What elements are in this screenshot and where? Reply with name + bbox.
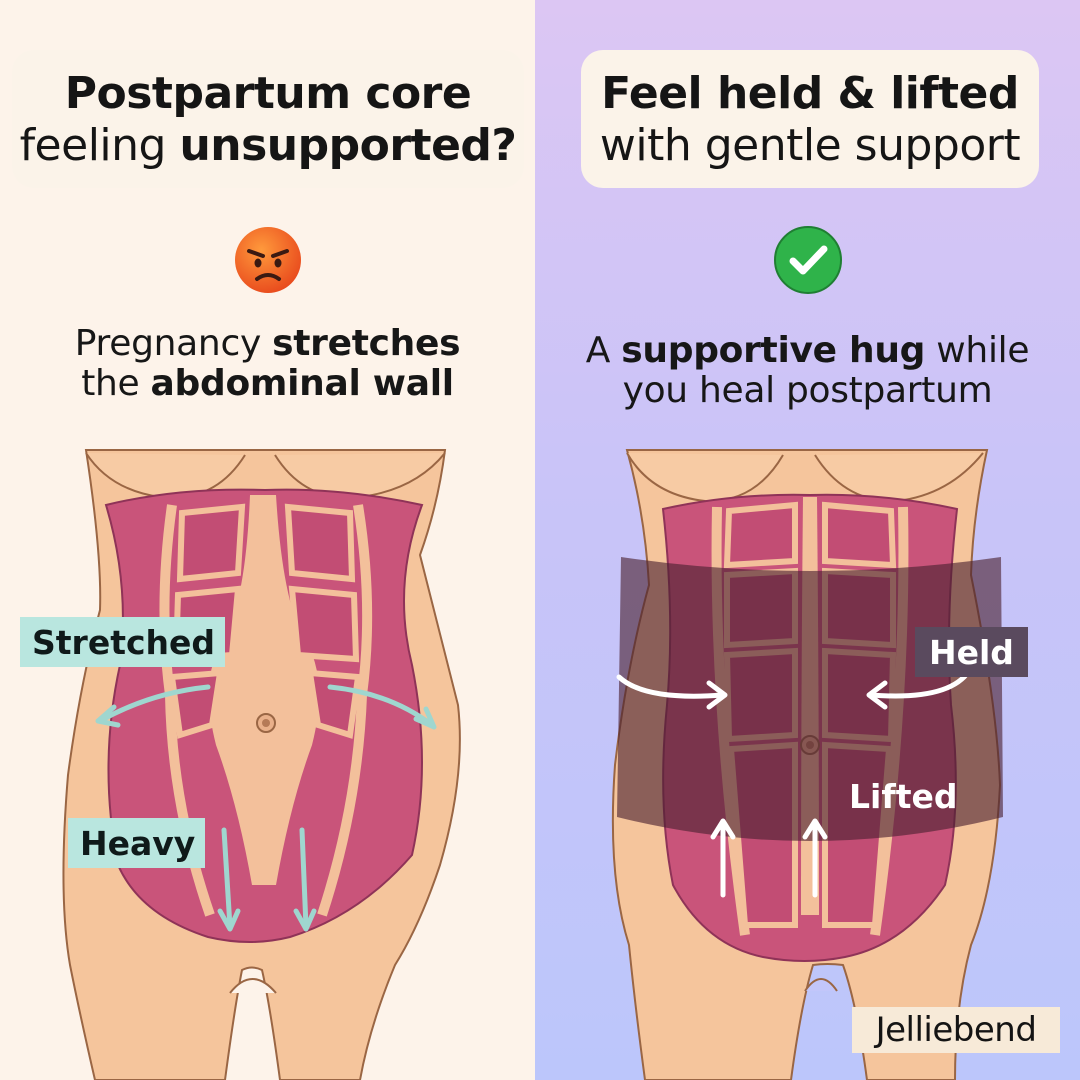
left-subtext-line1: Pregnancy stretches xyxy=(74,323,461,364)
right-subtext-line1: A supportive hug while xyxy=(585,330,1030,371)
right-headline-line2: with gentle support xyxy=(599,120,1021,171)
right-headline-line1: Feel held & lifted xyxy=(601,68,1019,119)
check-mark-icon xyxy=(774,226,842,294)
left-subtext: Pregnancy stretches the abdominal wall xyxy=(0,326,535,406)
right-headline-box: Feel held & lifted with gentle support xyxy=(581,50,1039,188)
left-headline-line1: Postpartum core xyxy=(64,68,472,119)
held-tag: Held xyxy=(915,627,1028,677)
stretched-abdomen-illustration xyxy=(62,449,461,1080)
right-panel: Feel held & lifted with gentle support A… xyxy=(535,0,1080,1080)
left-headline-box: Postpartum core feeling unsupported? xyxy=(12,50,524,188)
left-panel: Postpartum core feeling unsupported? Pre… xyxy=(0,0,535,1080)
brand-logo: Jelliebend xyxy=(852,1007,1060,1053)
left-subtext-line2: the abdominal wall xyxy=(81,363,454,404)
lifted-tag: Lifted xyxy=(849,777,958,816)
right-subtext: A supportive hug while you heal postpart… xyxy=(535,333,1080,413)
left-headline-line2: feeling unsupported? xyxy=(19,120,517,171)
angry-face-icon xyxy=(235,227,301,293)
heavy-tag: Heavy xyxy=(68,818,206,868)
right-subtext-line2: you heal postpartum xyxy=(622,370,993,411)
stretched-tag: Stretched xyxy=(20,617,226,667)
supported-abdomen-illustration xyxy=(611,449,1003,1080)
